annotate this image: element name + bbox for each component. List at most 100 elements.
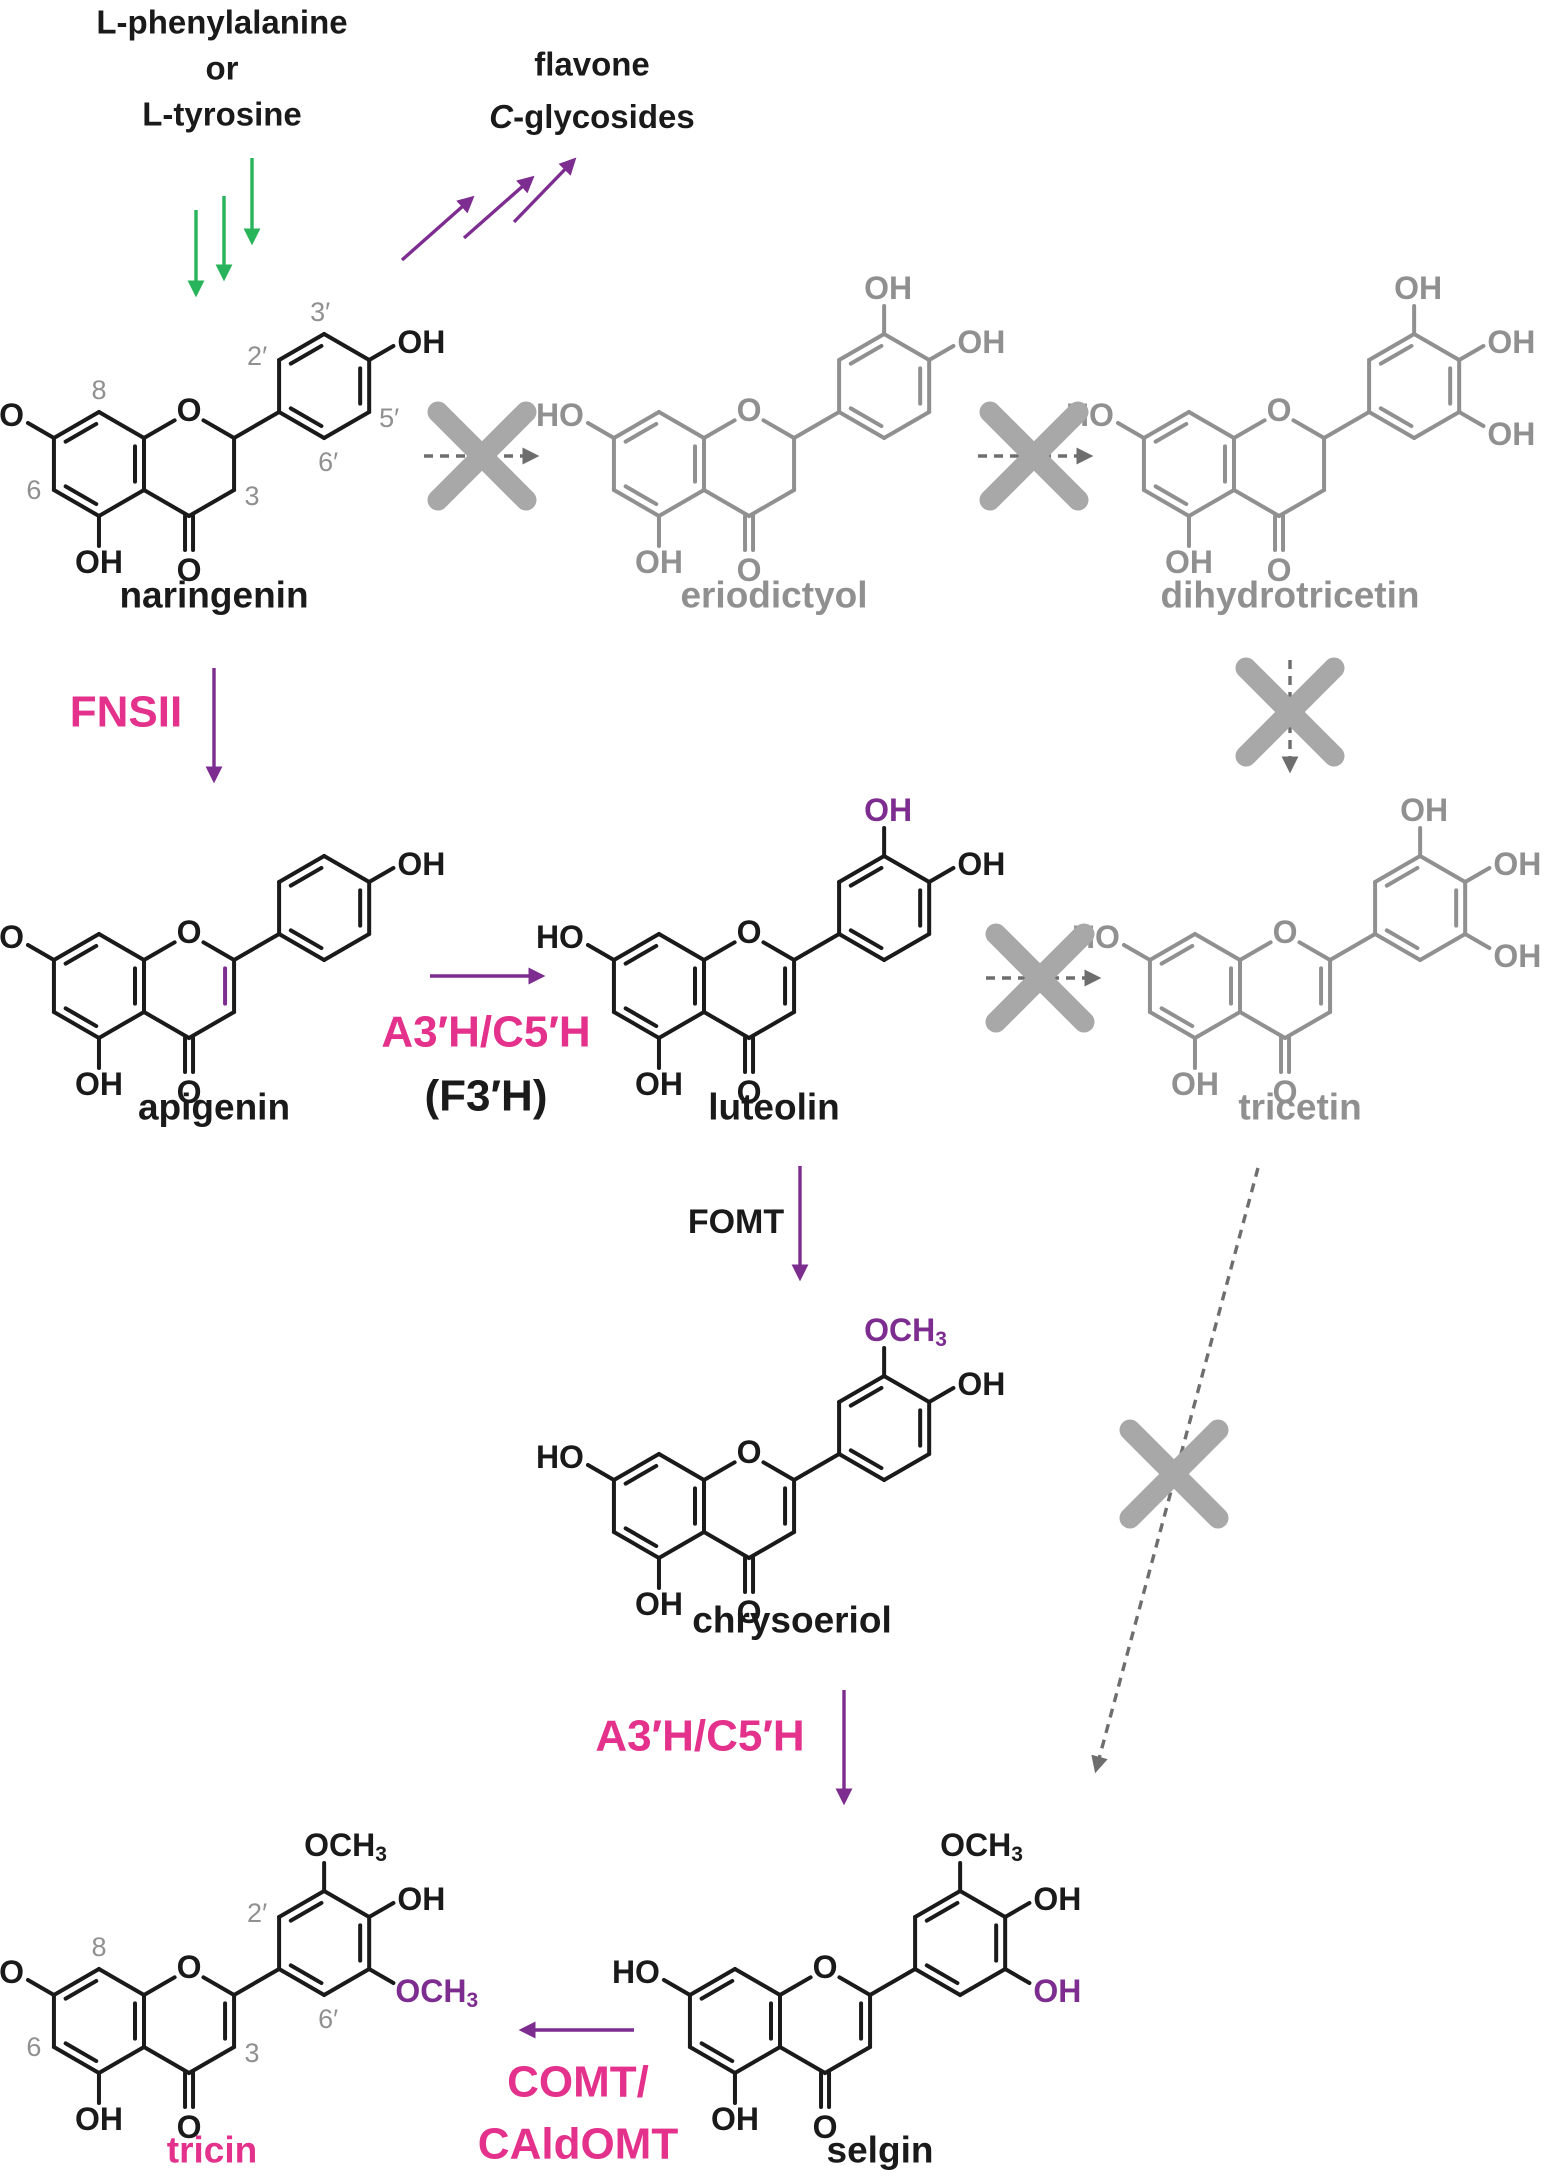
hydroxyl-7: HO	[536, 919, 584, 955]
methoxy-3prime: OCH3	[864, 1312, 947, 1351]
compound-label-tricin: tricin	[167, 2130, 257, 2171]
compound-label-apigenin: apigenin	[138, 1087, 290, 1128]
hydroxyl-5prime: OH	[1487, 416, 1535, 452]
blocked-naringenin-eriodictyol	[427, 401, 537, 511]
position-8: 8	[91, 375, 106, 405]
arrow-glycoside-2	[462, 175, 535, 240]
ring-oxygen: O	[177, 1949, 202, 1985]
enzyme-comt: COMT/	[507, 2058, 649, 2107]
hydroxyl-4prime: OH	[397, 846, 445, 882]
carbonyl-oxygen: O	[737, 552, 762, 588]
molecule-naringenin: OOHOOHOH8632′6′3′5′naringenin	[0, 297, 445, 616]
hydroxyl-4prime: OH	[957, 1366, 1005, 1402]
methoxy-3prime: OCH3	[940, 1827, 1023, 1866]
blocked-luteolin-tricetin	[985, 923, 1095, 1033]
position-6: 6	[26, 475, 41, 505]
compound-label-naringenin: naringenin	[119, 575, 308, 616]
precursor-or: or	[206, 50, 239, 87]
hydroxyl-4prime: OH	[397, 324, 445, 360]
compound-label-chrysoeriol: chrysoeriol	[692, 1600, 891, 1641]
hydroxyl-5: OH	[635, 1066, 683, 1102]
molecule-tricin: OOHOOHOHOCH3OCH38632′6′tricin	[0, 1827, 478, 2171]
hydroxyl-5: OH	[635, 544, 683, 580]
ring-oxygen: O	[737, 392, 762, 428]
hydroxyl-5: OH	[1171, 1066, 1219, 1102]
blocked-tricetin-selgin	[1119, 1419, 1229, 1529]
ring-oxygen: O	[1273, 914, 1298, 950]
side-product-line1: flavone	[534, 46, 650, 83]
hydroxyl-3prime: OH	[1400, 792, 1448, 828]
enzyme-fomt: FOMT	[688, 1203, 785, 1241]
hydroxyl-4prime: OH	[1033, 1881, 1081, 1917]
hydroxyl-5prime: OH	[1493, 938, 1541, 974]
hydroxyl-5: OH	[75, 544, 123, 580]
carbonyl-oxygen: O	[737, 1074, 762, 1110]
blocked-eriodictyol-dihydrotricetin	[979, 401, 1089, 511]
hydroxyl-3prime: OH	[1394, 270, 1442, 306]
hydroxyl-7: HO	[0, 397, 24, 433]
position-3: 3	[245, 481, 260, 511]
enzyme-a3h-c5h-upper: A3′H/C5′H	[381, 1008, 590, 1057]
carbonyl-oxygen: O	[1267, 552, 1292, 588]
carbonyl-oxygen: O	[177, 2109, 202, 2145]
hydroxyl-4prime: OH	[957, 846, 1005, 882]
hydroxyl-3prime: OH	[864, 270, 912, 306]
position-5prime: 5′	[379, 403, 399, 433]
ring-oxygen: O	[813, 1949, 838, 1985]
methoxy-3prime: OCH3	[304, 1827, 387, 1866]
ring-oxygen: O	[737, 914, 762, 950]
arrow-glycoside-1	[400, 195, 475, 262]
position-8: 8	[91, 1932, 106, 1962]
position-3: 3	[245, 2038, 260, 2068]
methoxy-5prime: OCH3	[395, 1973, 478, 2012]
hydroxyl-7: HO	[0, 919, 24, 955]
compound-label-luteolin: luteolin	[708, 1087, 840, 1128]
carbonyl-oxygen: O	[177, 1074, 202, 1110]
hydroxyl-5: OH	[635, 1586, 683, 1622]
hydroxyl-4prime: OH	[1487, 324, 1535, 360]
hydroxyl-4prime: OH	[1493, 846, 1541, 882]
enzyme-f3h: (F3′H)	[425, 1072, 548, 1121]
arrow-glycoside-3	[512, 157, 577, 224]
hydroxyl-5prime: OH	[1033, 1973, 1081, 2009]
molecule-structures: OOHOOHOH8632′6′3′5′naringeninOOHOOHOHOHe…	[0, 270, 1541, 2171]
hydroxyl-5: OH	[711, 2101, 759, 2137]
compound-label-dihydrotricetin: dihydrotricetin	[1160, 575, 1419, 616]
molecule-luteolin: O O HO OH OH OH luteolin	[536, 792, 1005, 1128]
precursor-tyrosine: L-tyrosine	[142, 96, 302, 133]
position-2prime: 2′	[247, 341, 267, 371]
compound-label-eriodictyol: eriodictyol	[680, 575, 867, 616]
carbonyl-oxygen: O	[737, 1594, 762, 1630]
hydroxyl-5: OH	[75, 2101, 123, 2137]
ring-oxygen: O	[737, 1434, 762, 1470]
position-2prime: 2′	[247, 1898, 267, 1928]
molecule-apigenin: O O HO OH OH apigenin	[0, 846, 445, 1128]
ring-oxygen: O	[177, 914, 202, 950]
diagram-labels: L-phenylalanine orL-tyrosine flavoneC-glyc…	[70, 4, 805, 2169]
side-product-line2: C-glycosides	[489, 98, 694, 135]
precursor-block: L-phenylalanine orL-tyrosine	[96, 4, 347, 133]
carbonyl-oxygen: O	[1273, 1074, 1298, 1110]
enzyme-a3h-c5h-lower: A3′H/C5′H	[595, 1712, 804, 1761]
hydroxyl-3prime: OH	[864, 792, 912, 828]
enzyme-fnsii: FNSII	[70, 688, 182, 737]
hydroxyl-7: HO	[612, 1954, 660, 1990]
enzyme-caldomt: CAldOMT	[478, 2120, 679, 2169]
reaction-arrows	[187, 157, 1345, 2039]
blocked-dihydrotricetin-tricetin	[1235, 657, 1345, 767]
hydroxyl-5: OH	[1165, 544, 1213, 580]
hydroxyl-5: OH	[75, 1066, 123, 1102]
hydroxyl-7: HO	[536, 397, 584, 433]
position-6: 6	[26, 2032, 41, 2062]
ring-oxygen: O	[1267, 392, 1292, 428]
hydroxyl-4prime: OH	[397, 1881, 445, 1917]
precursor-phenylalanine: L-phenylalanine	[96, 4, 347, 41]
hydroxyl-7: HO	[0, 1954, 24, 1990]
